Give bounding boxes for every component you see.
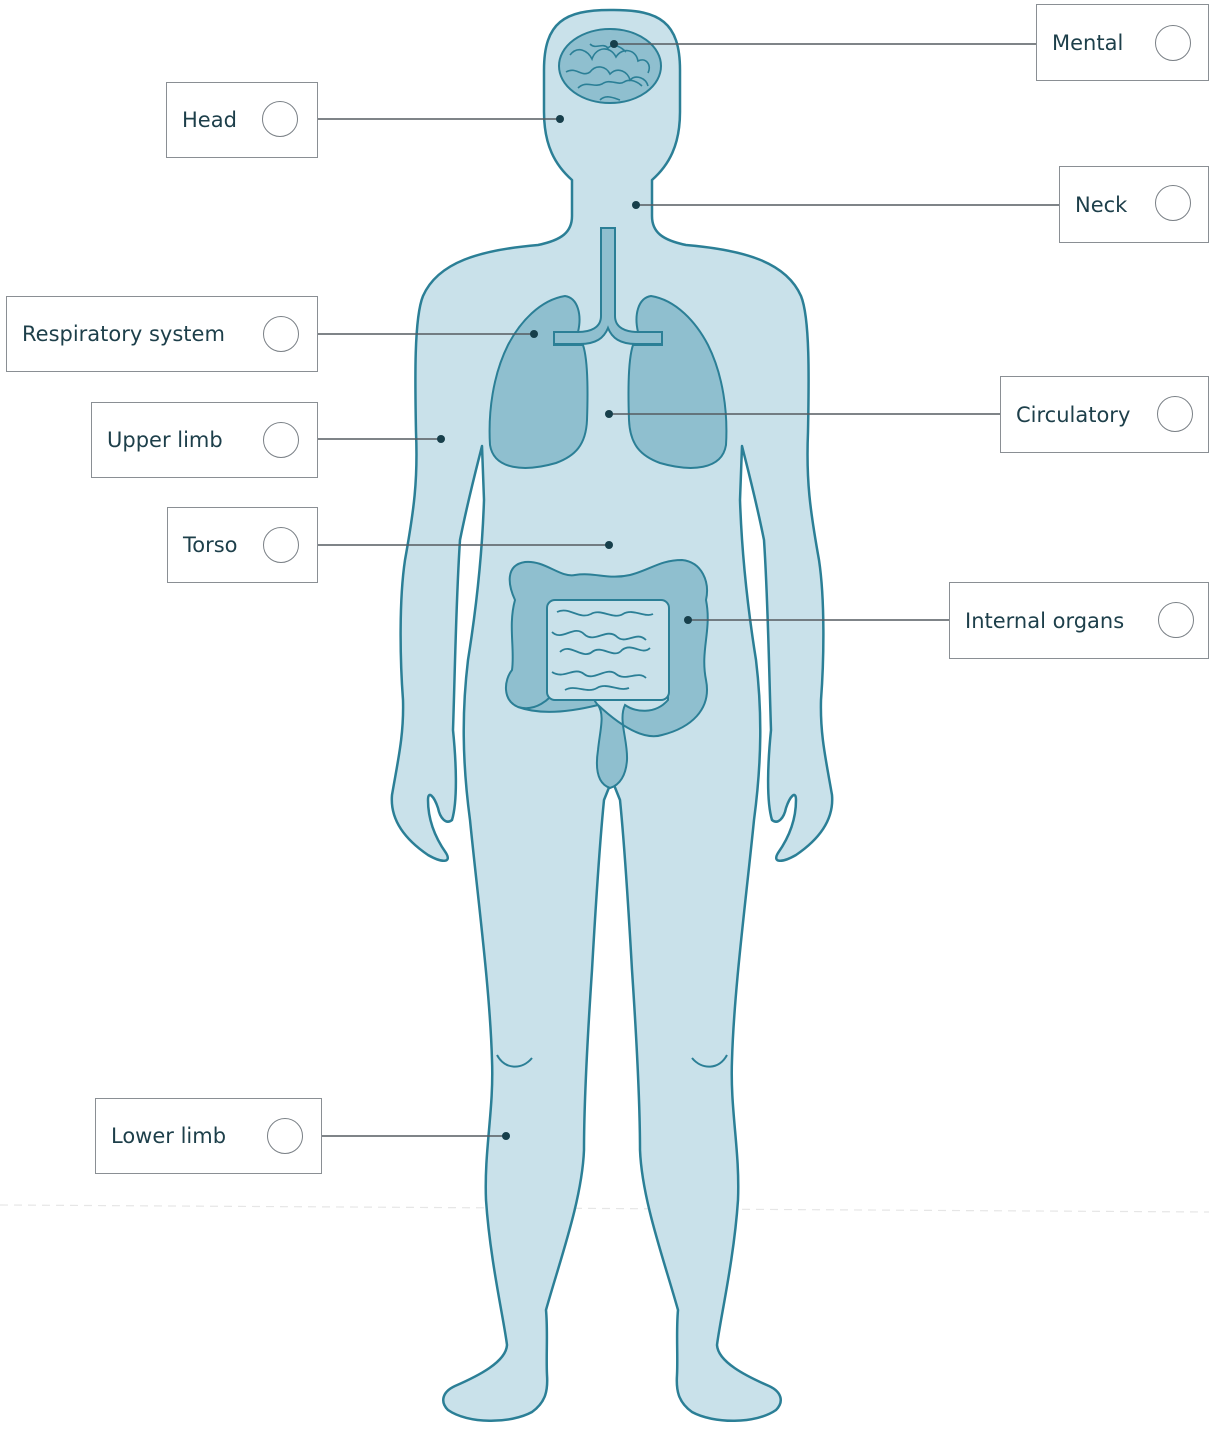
brain-icon bbox=[559, 29, 661, 103]
label-respiratory: Respiratory system bbox=[6, 296, 318, 372]
dot-head bbox=[556, 115, 564, 123]
checkbox-lower-limb[interactable] bbox=[267, 1118, 303, 1154]
label-neck: Neck bbox=[1059, 166, 1209, 243]
checkbox-neck[interactable] bbox=[1155, 185, 1191, 221]
label-mental: Mental bbox=[1036, 4, 1209, 81]
checkbox-respiratory[interactable] bbox=[263, 316, 299, 352]
label-respiratory-text: Respiratory system bbox=[22, 322, 225, 346]
label-circulatory: Circulatory bbox=[1000, 376, 1209, 453]
label-internal-organs: Internal organs bbox=[949, 582, 1209, 659]
dot-upper-limb bbox=[437, 435, 445, 443]
label-mental-text: Mental bbox=[1052, 31, 1123, 55]
checkbox-mental[interactable] bbox=[1155, 25, 1191, 61]
label-lower-limb-text: Lower limb bbox=[111, 1124, 226, 1148]
checkbox-circulatory[interactable] bbox=[1157, 396, 1193, 432]
dot-mental bbox=[610, 40, 618, 48]
label-torso: Torso bbox=[167, 507, 318, 583]
label-head: Head bbox=[166, 82, 318, 158]
dot-neck bbox=[632, 201, 640, 209]
dot-circulatory bbox=[605, 410, 613, 418]
body-outline bbox=[392, 10, 832, 1421]
label-neck-text: Neck bbox=[1075, 193, 1127, 217]
body-silhouette bbox=[392, 10, 832, 1421]
label-lower-limb: Lower limb bbox=[95, 1098, 322, 1174]
label-head-text: Head bbox=[182, 108, 237, 132]
dot-internal-organs bbox=[684, 616, 692, 624]
dot-lower-limb bbox=[502, 1132, 510, 1140]
label-circulatory-text: Circulatory bbox=[1016, 403, 1130, 427]
label-internal-organs-text: Internal organs bbox=[965, 609, 1124, 633]
dot-respiratory bbox=[530, 330, 538, 338]
checkbox-torso[interactable] bbox=[263, 527, 299, 563]
dot-torso bbox=[605, 541, 613, 549]
label-upper-limb-text: Upper limb bbox=[107, 428, 223, 452]
label-upper-limb: Upper limb bbox=[91, 402, 318, 478]
checkbox-internal-organs[interactable] bbox=[1158, 602, 1194, 638]
checkbox-upper-limb[interactable] bbox=[263, 422, 299, 458]
label-torso-text: Torso bbox=[183, 533, 238, 557]
checkbox-head[interactable] bbox=[262, 101, 298, 137]
scan-artifact-line bbox=[0, 1205, 1209, 1212]
